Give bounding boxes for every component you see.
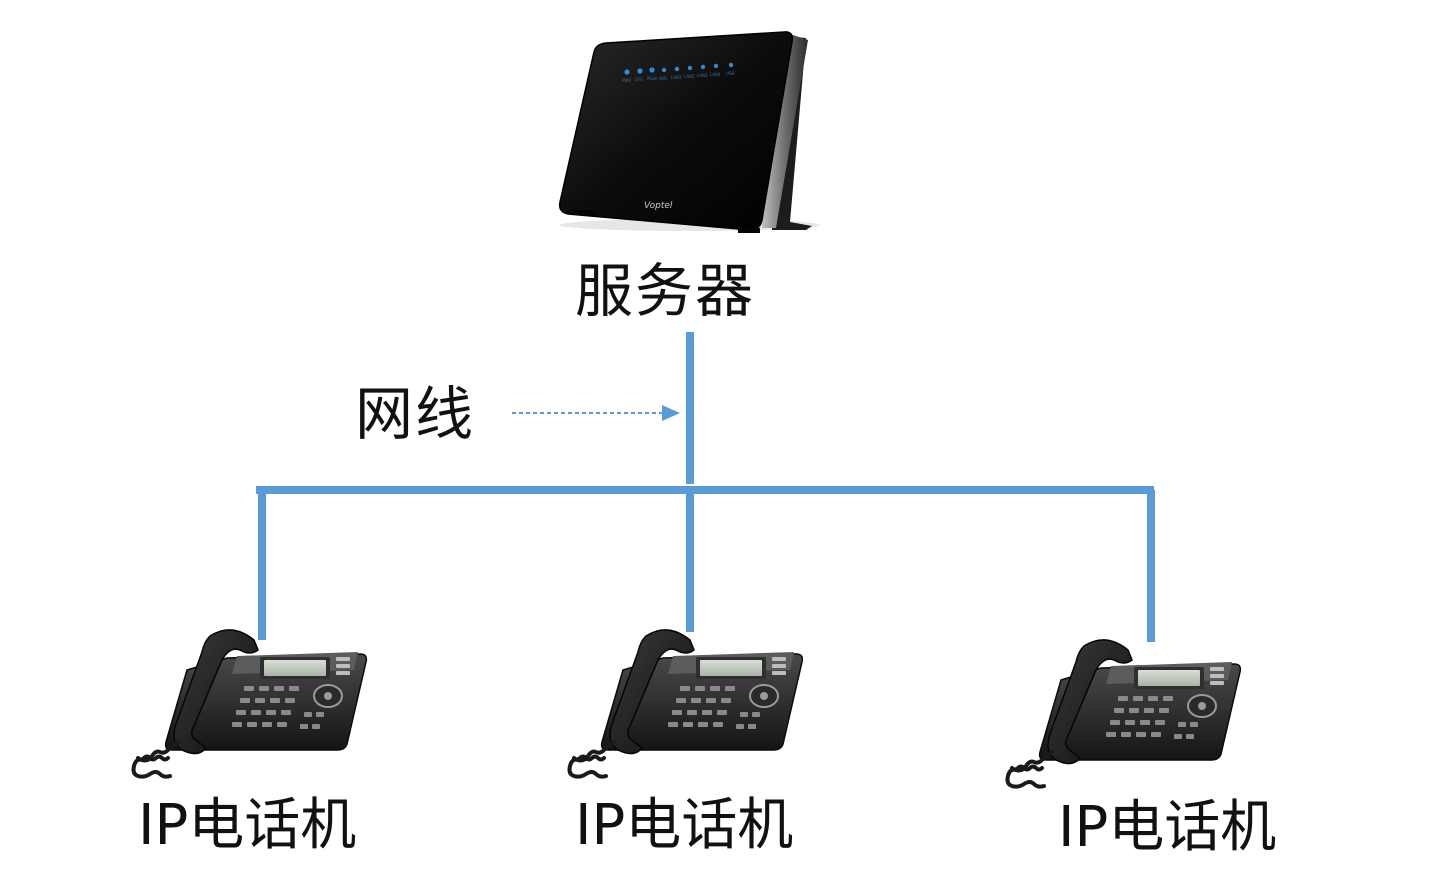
led-label: LAN4 [710, 72, 721, 77]
led-label: Mesh [647, 76, 658, 81]
desk-phone-icon [1005, 637, 1243, 789]
phone-label-right: IP电话机 [1058, 795, 1277, 860]
server-label: 服务器 [575, 257, 756, 325]
led-label: LAN1 [671, 75, 682, 80]
router-brand-logo: Voptel [644, 201, 673, 211]
desk-phone-icon [567, 627, 805, 779]
cable-label: 网线 [355, 380, 476, 448]
phone-label-left: IP电话机 [138, 793, 357, 858]
network-cable-lines [256, 332, 1155, 642]
led-label: LAN3 [697, 73, 708, 78]
dashed-arrow-icon [512, 405, 680, 421]
router-icon: PWR SYS Mesh WiFi LAN1 LAN2 LAN3 LAN4 US… [558, 31, 820, 233]
led-label: USB [726, 71, 734, 76]
led-label: LAN2 [684, 74, 695, 79]
led-label: WiFi [659, 76, 667, 81]
led-label: PWR [622, 78, 631, 83]
desk-phone-icon [131, 627, 369, 779]
phone-label-center: IP电话机 [575, 793, 794, 858]
led-label: SYS [635, 77, 643, 82]
